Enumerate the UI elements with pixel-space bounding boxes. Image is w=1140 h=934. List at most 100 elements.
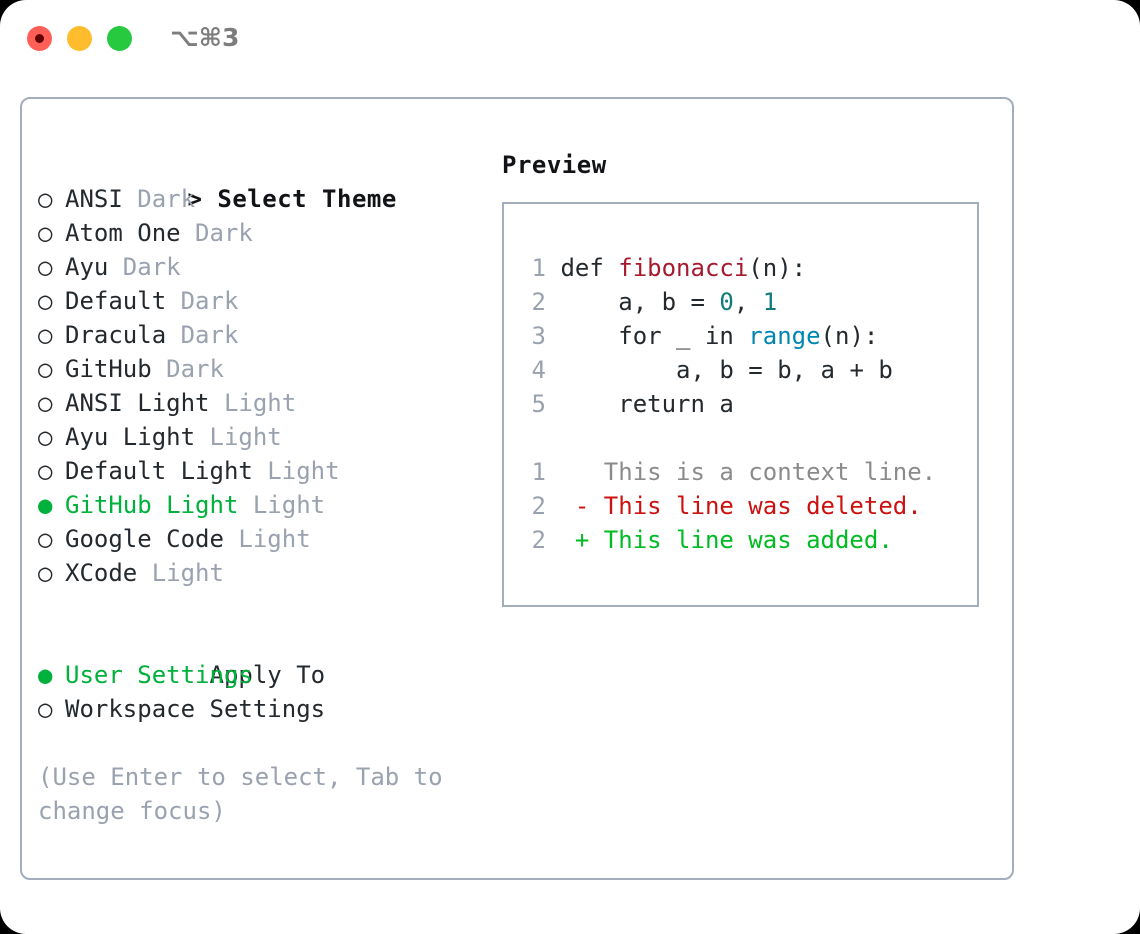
radio-unselected-icon[interactable]: ○ [38, 185, 53, 213]
line-gutter-space [546, 390, 560, 418]
diff-marker: + [546, 526, 604, 554]
code-line: 5 return a [522, 387, 971, 421]
theme-option-ansi-light[interactable]: ○ANSI Light Light [38, 386, 488, 420]
radio-unselected-icon[interactable]: ○ [38, 525, 53, 553]
title-bar: ⌥⌘3 [0, 0, 1140, 78]
theme-option-atom-one[interactable]: ○ Atom One Dark [38, 216, 488, 250]
code-token-plain: (n): [748, 254, 807, 282]
maximize-button[interactable] [107, 26, 132, 51]
code-token-plain: def [560, 254, 619, 282]
select-theme-header-label: > Select Theme [187, 185, 397, 213]
theme-option-variant: Light [209, 389, 297, 417]
theme-option-name: Atom One [65, 219, 181, 247]
code-line: 4 a, b = b, a + b [522, 353, 971, 387]
diff-line-context: 1 This is a context line. [522, 455, 971, 489]
theme-selector-column: > Select Theme ○ANSI Dark○Atom One Dark○… [38, 148, 488, 828]
line-number: 1 [531, 254, 546, 282]
theme-option-name: ANSI [65, 185, 123, 213]
apply-to-option-label: Workspace Settings [65, 695, 326, 723]
line-number: 1 [531, 458, 546, 486]
apply-to-option-user-settings[interactable]: ●User Settings [38, 658, 488, 692]
radio-unselected-icon[interactable]: ○ [38, 389, 53, 417]
code-token-plain: , [733, 288, 763, 316]
theme-option-github-light[interactable]: ●GitHub Light Light [38, 488, 488, 522]
code-token-plain: for _ in [560, 322, 749, 350]
theme-option-default[interactable]: ○ Default Dark [38, 284, 488, 318]
radio-unselected-icon[interactable]: ○ [38, 457, 53, 485]
radio-unselected-icon[interactable]: ○ [38, 355, 53, 383]
line-gutter-space [546, 322, 560, 350]
diff-text: This line was added. [603, 526, 893, 554]
line-gutter-space [546, 288, 560, 316]
theme-option-xcode[interactable]: ○XCode Light [38, 556, 488, 590]
code-line: 1 def fibonacci(n): [522, 251, 971, 285]
theme-option-name: Default [65, 287, 167, 315]
line-number: 2 [531, 288, 546, 316]
radio-unselected-icon[interactable]: ○ [38, 219, 53, 247]
code-preview-area: 1 def fibonacci(n): 2 a, b = 0, 1 3 for _ … [522, 251, 971, 557]
theme-option-ayu-light[interactable]: ○Ayu Light Light [38, 420, 488, 454]
code-diff-spacer [522, 421, 971, 455]
radio-selected-icon[interactable]: ● [38, 491, 53, 519]
traffic-light-buttons [27, 26, 132, 51]
keyboard-hint: (Use Enter to select, Tab to change focu… [38, 763, 458, 825]
content-panel: > Select Theme ○ANSI Dark○Atom One Dark○… [20, 97, 1014, 880]
line-number: 5 [531, 390, 546, 418]
theme-option-variant: Dark [122, 185, 196, 213]
theme-option-default-light[interactable]: ○ Default Light Light [38, 454, 488, 488]
close-button[interactable] [27, 26, 52, 51]
theme-option-ansi[interactable]: ○ ANSI Dark [38, 182, 488, 216]
radio-unselected-icon[interactable]: ○ [38, 559, 53, 587]
code-token-plain: return a [560, 390, 734, 418]
code-token-plain: a, b = b, a + b [560, 356, 893, 384]
theme-option-variant: Dark [180, 219, 253, 247]
code-sample: 1 def fibonacci(n): 2 a, b = 0, 1 3 for _ … [522, 251, 971, 421]
theme-option-dracula[interactable]: ○Dracula Dark [38, 318, 488, 352]
radio-unselected-icon[interactable]: ○ [38, 321, 53, 349]
theme-option-variant: Dark [166, 287, 239, 315]
preview-box: 1 def fibonacci(n): 2 a, b = 0, 1 3 for _ … [502, 202, 979, 607]
apply-to-option-workspace-settings[interactable]: ○ Workspace Settings [38, 692, 488, 726]
theme-option-google-code[interactable]: ○ Google Code Light [38, 522, 488, 556]
theme-option-variant: Light [252, 457, 340, 485]
line-number: 2 [531, 492, 546, 520]
diff-sample: 1 This is a context line.2 - This line w… [522, 455, 971, 557]
select-theme-header: > Select Theme [38, 148, 488, 213]
line-number: 3 [531, 322, 546, 350]
theme-option-name: Default Light [65, 457, 253, 485]
code-token-plain: (n): [820, 322, 879, 350]
radio-unselected-icon[interactable]: ○ [38, 695, 53, 723]
radio-unselected-icon[interactable]: ○ [38, 253, 53, 281]
theme-option-name: Google Code [65, 525, 224, 553]
code-token-builtin: range [748, 322, 821, 350]
radio-unselected-icon[interactable]: ○ [38, 423, 53, 451]
section-spacer [38, 590, 488, 624]
radio-unselected-icon[interactable]: ○ [38, 287, 53, 315]
apply-to-header: ○Apply To [38, 624, 488, 689]
theme-list: ○ ANSI Dark ○ Atom One Dark ○ Ayu Dark ○ Defaul… [38, 182, 488, 590]
diff-line-added: 2 + This line was added. [522, 523, 971, 557]
line-gutter-space [546, 254, 560, 282]
code-token-plain: a, b = [560, 288, 720, 316]
theme-option-variant: Dark [151, 355, 224, 383]
line-number: 2 [531, 526, 546, 554]
theme-option-variant: Light [195, 423, 282, 451]
preview-column: Preview 1 def fibonacci(n):2 a, b = 0, 1… [502, 148, 1002, 607]
apply-to-list: ●User Settings ○ Workspace Settings [38, 658, 488, 726]
theme-option-variant: Dark [166, 321, 239, 349]
code-line: 3 for _ in range(n): [522, 319, 971, 353]
minimize-button[interactable] [67, 26, 92, 51]
theme-option-name: Ayu [65, 253, 109, 281]
line-gutter-space [546, 356, 560, 384]
radio-selected-icon[interactable]: ● [38, 661, 53, 689]
theme-option-variant: Light [223, 525, 311, 553]
theme-option-ayu[interactable]: ○ Ayu Dark [38, 250, 488, 284]
theme-option-github[interactable]: ○ GitHub Dark [38, 352, 488, 386]
apply-to-header-label: Apply To [209, 661, 326, 689]
theme-option-variant: Light [238, 491, 326, 519]
code-token-num: 0 [719, 288, 734, 316]
theme-option-name: GitHub [65, 355, 152, 383]
theme-option-variant: Light [137, 559, 224, 587]
theme-option-variant: Dark [108, 253, 181, 281]
